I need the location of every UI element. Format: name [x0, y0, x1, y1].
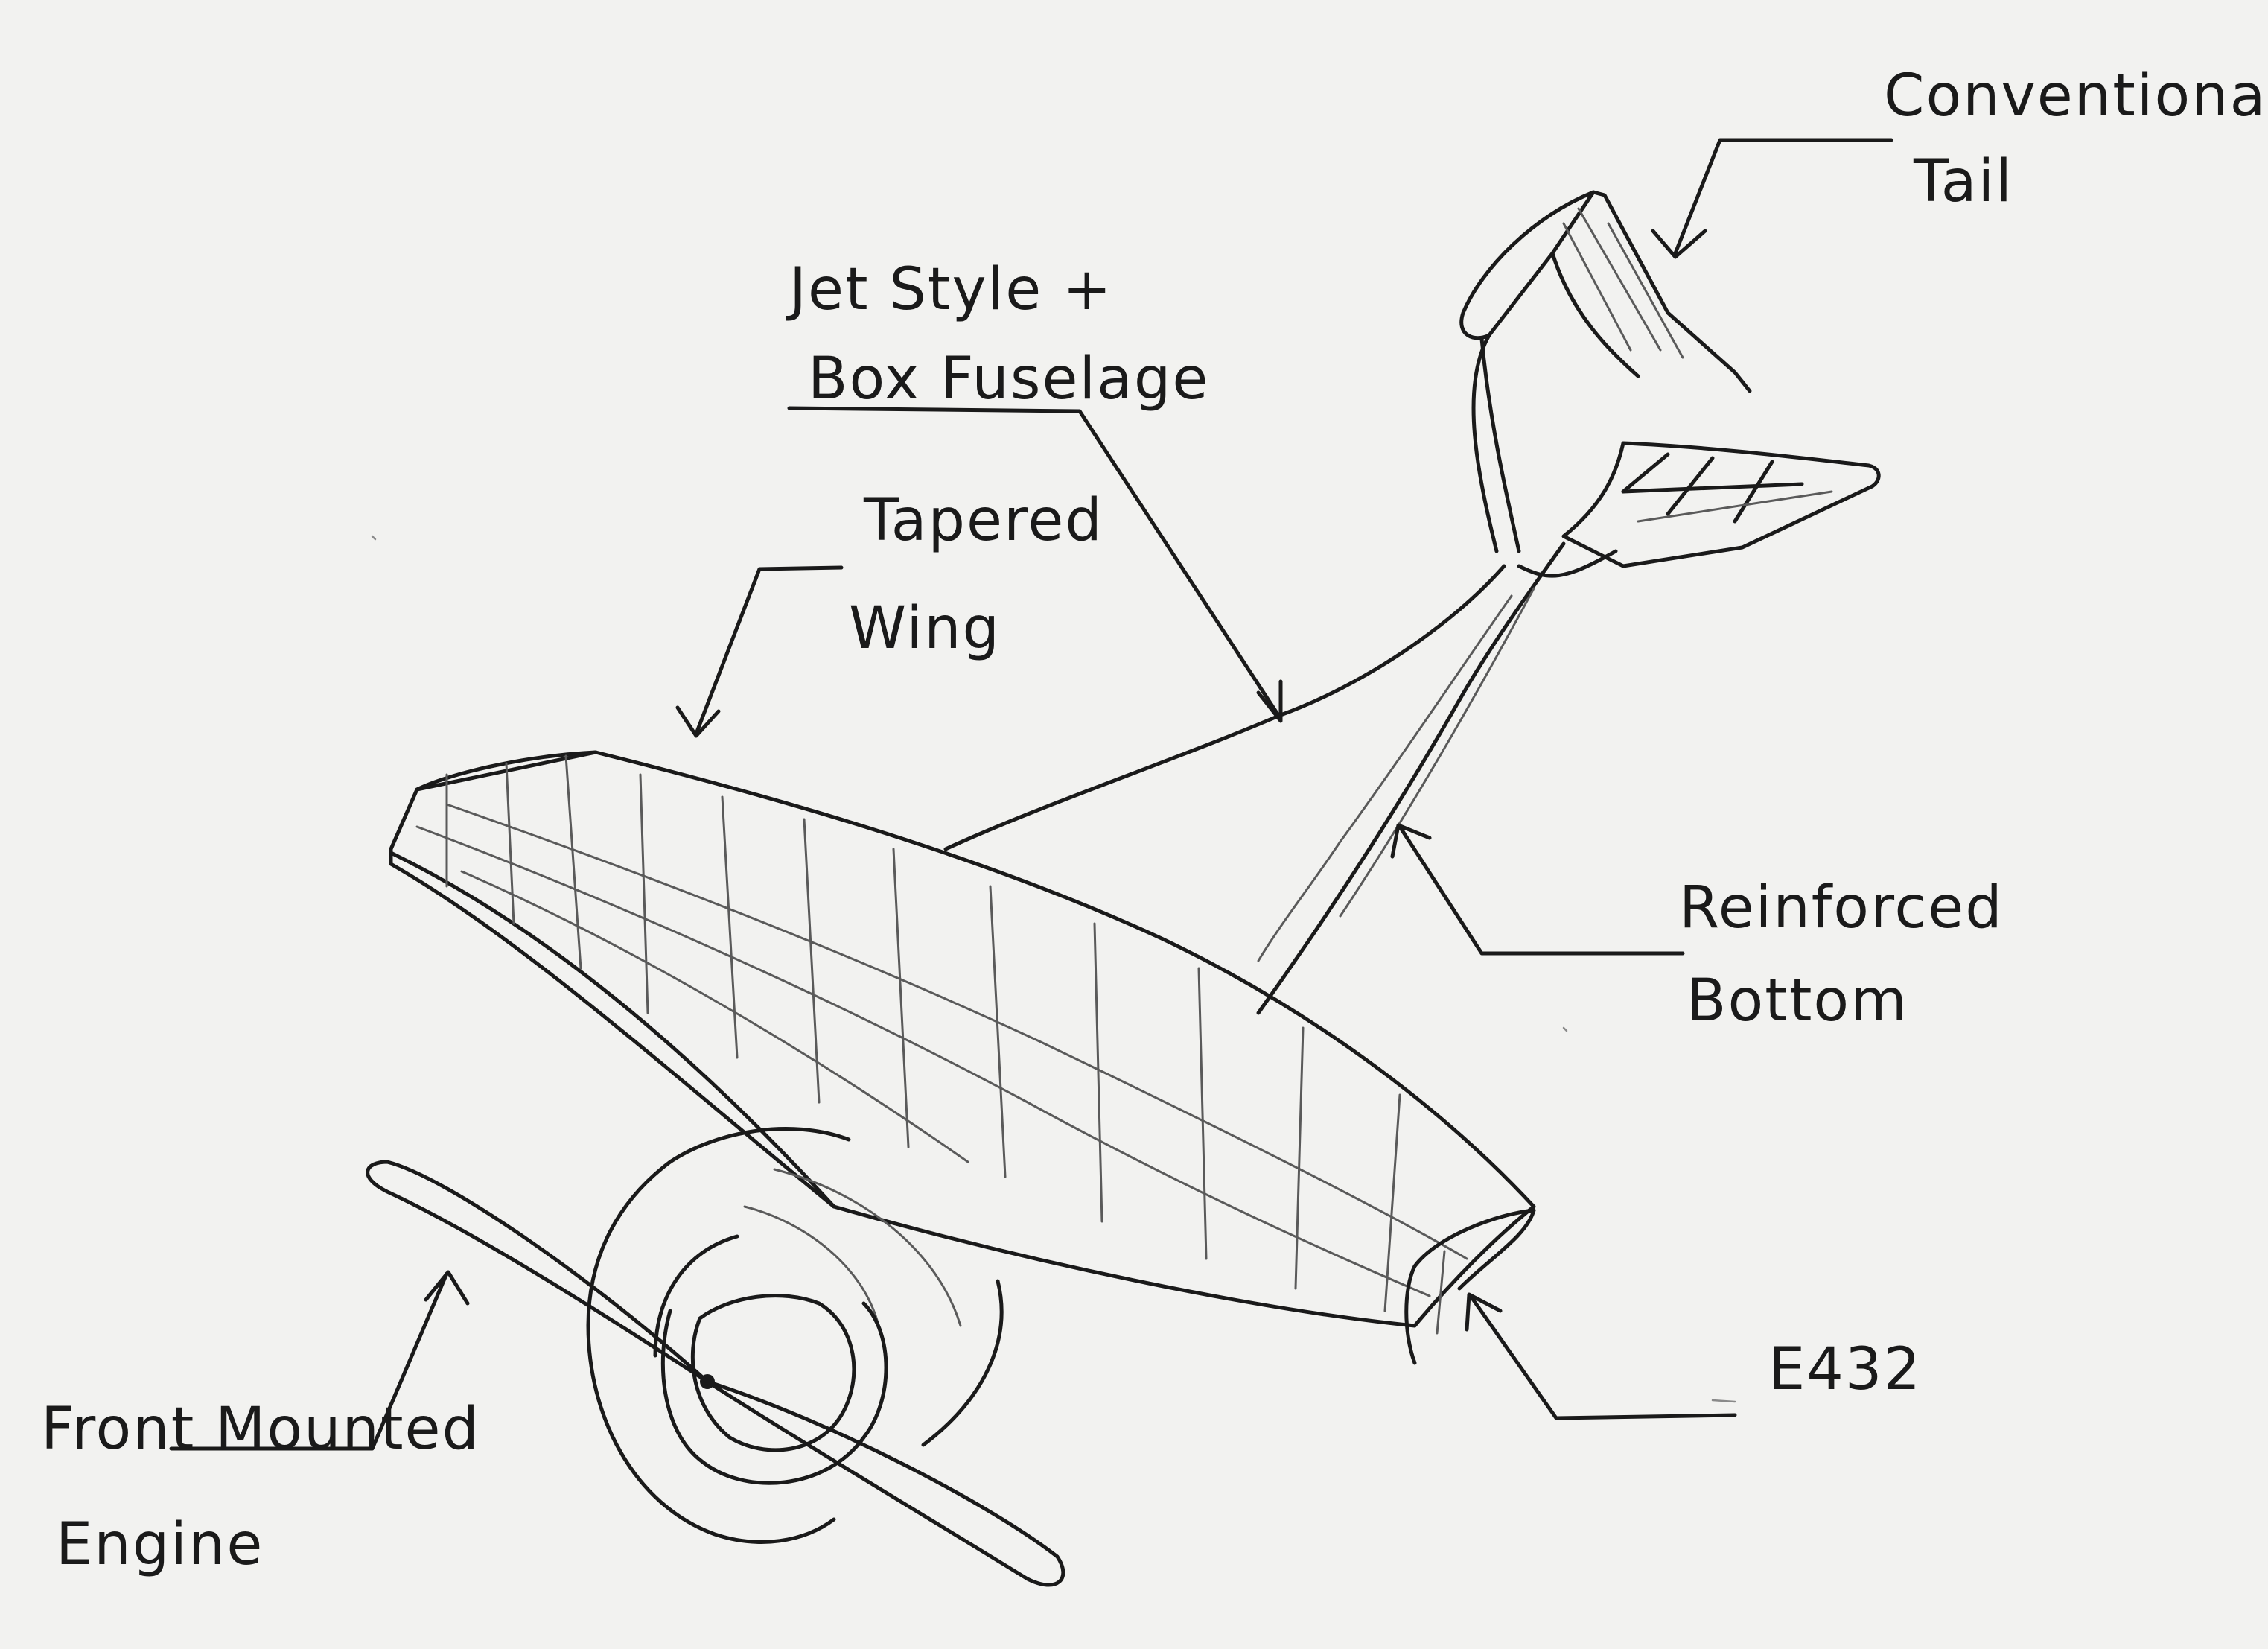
propeller [368, 1162, 1063, 1585]
engine-label-line1: Front Mounted [41, 1400, 480, 1458]
wing-callout-arrow [678, 568, 841, 736]
fuselage-label-line2: Box Fuselage [808, 350, 1209, 408]
wing-tip-airfoil [1407, 1210, 1534, 1363]
bottom-label-line1: Reinforced [1679, 879, 2004, 937]
tail-label-line1: Conventional [1884, 67, 2268, 125]
airfoil-label: E432 [1768, 1341, 1922, 1399]
horizontal-stabilizer [1564, 443, 1879, 566]
main-wing [391, 752, 1534, 1326]
vertical-stabilizer [1462, 192, 1750, 551]
wing-label-line2: Wing [849, 600, 1001, 658]
fuselage-label-line1: Jet Style + [789, 261, 1112, 319]
bottom-label-line2: Bottom [1686, 972, 1908, 1030]
airfoil-callout-arrow [1467, 1294, 1735, 1418]
wing-label-line1: Tapered [864, 492, 1103, 550]
engine-label-line2: Engine [56, 1516, 264, 1574]
fuselage [946, 544, 1616, 1013]
spinner-hub [663, 1296, 886, 1484]
bottom-callout-arrow [1392, 825, 1683, 953]
fuselage-callout-arrow [789, 408, 1281, 721]
tail-callout-arrow [1653, 140, 1891, 257]
tail-label-line2: Tail [1914, 153, 2013, 211]
